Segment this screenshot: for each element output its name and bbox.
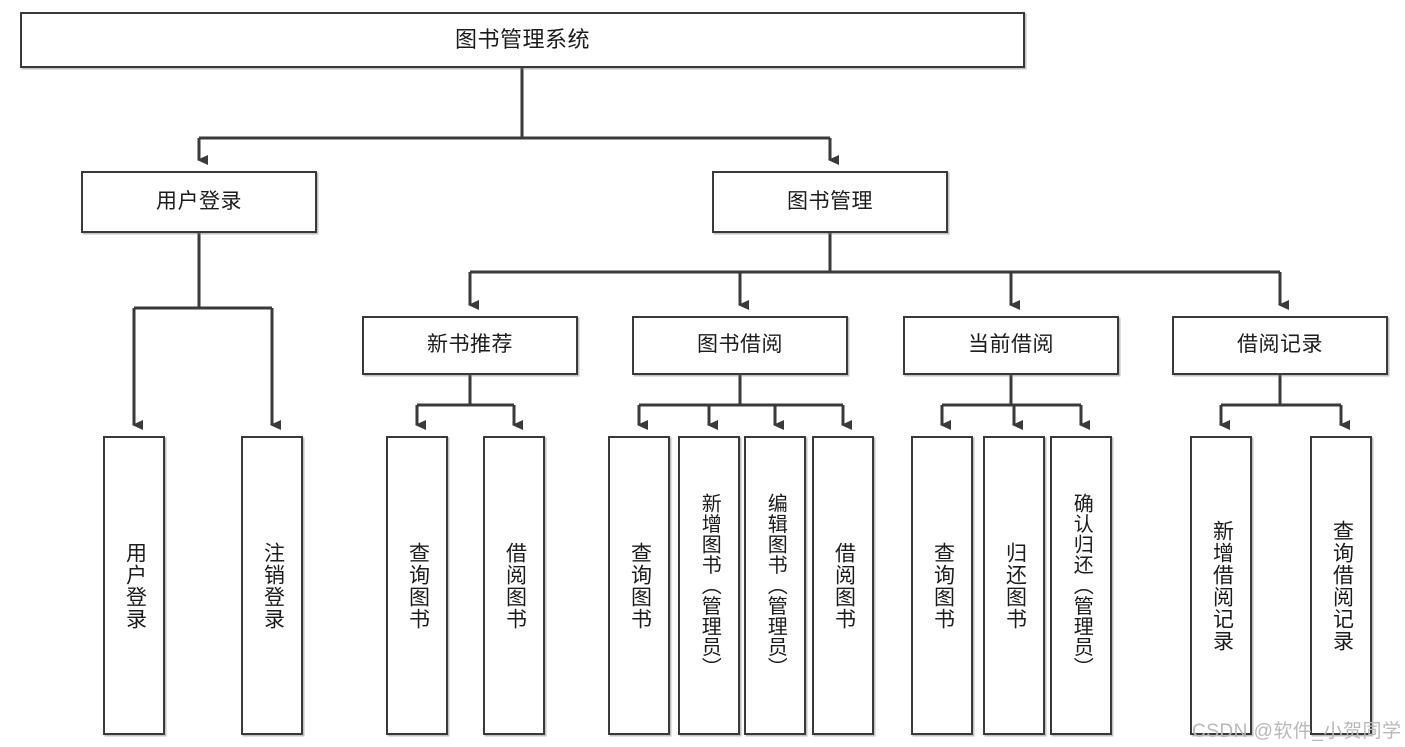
node-user-login[interactable]: 用户登录	[81, 171, 317, 233]
node-leaf-logout[interactable]: 注销登录	[241, 436, 303, 735]
node-leaf-edit-book-admin-label: 编辑图书（管理员）	[764, 493, 787, 678]
node-borrow-record[interactable]: 借阅记录	[1172, 316, 1388, 375]
node-leaf-borrow-book-1[interactable]: 借阅图书	[483, 436, 545, 735]
node-leaf-add-book-admin-label: 新增图书（管理员）	[698, 493, 721, 678]
node-root-label: 图书管理系统	[454, 27, 590, 53]
node-leaf-borrow-book-1-label: 借阅图书	[503, 541, 527, 630]
node-leaf-query-book-2[interactable]: 查询图书	[608, 436, 670, 735]
node-leaf-return-book-label: 归还图书	[1003, 541, 1027, 630]
node-leaf-logout-label: 注销登录	[261, 541, 285, 630]
node-borrow-record-label: 借阅记录	[1237, 333, 1323, 357]
node-leaf-query-book-2-label: 查询图书	[628, 541, 652, 630]
node-leaf-confirm-return-admin[interactable]: 确认归还（管理员）	[1050, 436, 1112, 735]
node-leaf-query-borrow-record-label: 查询借阅记录	[1330, 519, 1354, 652]
node-book-borrow[interactable]: 图书借阅	[632, 316, 848, 375]
node-book-borrow-label: 图书借阅	[697, 333, 783, 357]
node-leaf-confirm-return-admin-label: 确认归还（管理员）	[1070, 493, 1093, 678]
node-root[interactable]: 图书管理系统	[20, 12, 1025, 68]
node-leaf-query-borrow-record[interactable]: 查询借阅记录	[1310, 436, 1372, 735]
node-current-borrow-label: 当前借阅	[968, 333, 1054, 357]
node-leaf-borrow-book-2-label: 借阅图书	[832, 541, 856, 630]
node-leaf-add-borrow-record-label: 新增借阅记录	[1210, 519, 1234, 652]
node-leaf-return-book[interactable]: 归还图书	[983, 436, 1045, 735]
node-new-book-rec-label: 新书推荐	[427, 333, 513, 357]
node-leaf-edit-book-admin[interactable]: 编辑图书（管理员）	[744, 436, 806, 735]
node-leaf-query-book-1-label: 查询图书	[406, 541, 430, 630]
node-book-manage[interactable]: 图书管理	[712, 171, 948, 233]
node-user-login-label: 用户登录	[156, 189, 242, 213]
node-leaf-user-login[interactable]: 用户登录	[103, 436, 165, 735]
node-leaf-query-book-3-label: 查询图书	[931, 541, 955, 630]
node-current-borrow[interactable]: 当前借阅	[903, 316, 1119, 375]
node-new-book-rec[interactable]: 新书推荐	[362, 316, 578, 375]
node-leaf-borrow-book-2[interactable]: 借阅图书	[812, 436, 874, 735]
node-leaf-add-borrow-record[interactable]: 新增借阅记录	[1190, 436, 1252, 735]
node-leaf-user-login-label: 用户登录	[123, 541, 147, 630]
node-leaf-add-book-admin[interactable]: 新增图书（管理员）	[678, 436, 740, 735]
node-leaf-query-book-1[interactable]: 查询图书	[386, 436, 448, 735]
node-book-manage-label: 图书管理	[787, 189, 873, 213]
node-leaf-query-book-3[interactable]: 查询图书	[911, 436, 973, 735]
